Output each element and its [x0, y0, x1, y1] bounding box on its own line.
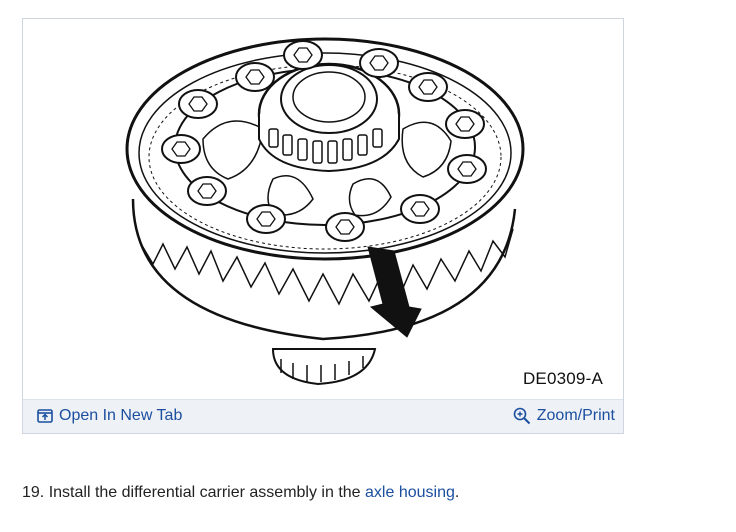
open-in-new-tab-label: Open In New Tab	[59, 407, 183, 424]
figure-card: DE0309-A Open In New Tab	[22, 18, 624, 434]
axle-housing-link[interactable]: axle housing	[365, 484, 455, 501]
open-new-tab-icon	[37, 409, 53, 423]
step-end: .	[454, 484, 460, 501]
step-instruction: 19. Install the differential carrier ass…	[22, 484, 459, 502]
open-in-new-tab-link[interactable]: Open In New Tab	[37, 407, 182, 425]
step-body: Install the differential carrier assembl…	[48, 484, 361, 501]
zoom-print-label: Zoom/Print	[536, 407, 615, 424]
figure-id-label: DE0309-A	[522, 369, 603, 388]
zoom-print-link[interactable]: Zoom/Print	[513, 407, 615, 425]
zoom-magnifier-icon	[513, 407, 531, 425]
differential-carrier-illustration	[125, 37, 525, 386]
figure-toolbar: Open In New Tab Zoom/Print	[23, 399, 623, 433]
step-number: 19.	[22, 484, 45, 501]
